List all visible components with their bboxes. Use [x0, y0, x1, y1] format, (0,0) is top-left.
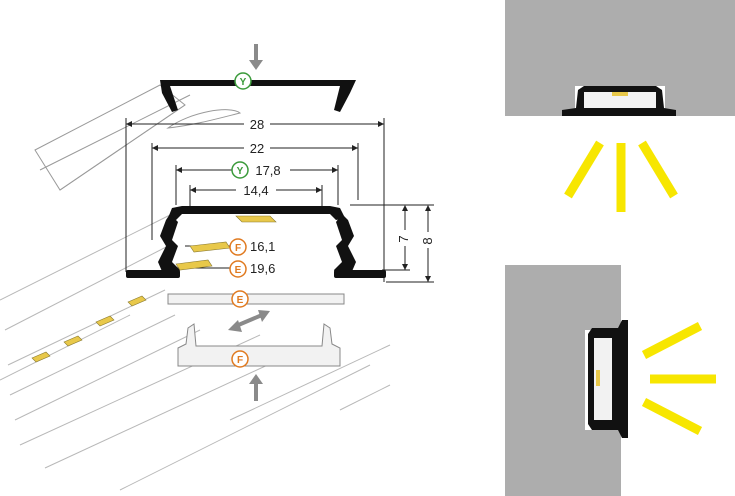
badge-f-diffuser-label: F	[237, 355, 243, 366]
badge-f-dim: F	[229, 238, 247, 256]
aluminium-profile	[126, 206, 386, 278]
dimension-arrowheads	[126, 121, 431, 282]
slide-arrow	[228, 310, 270, 332]
ceiling-mount-view	[505, 0, 735, 212]
up-arrow-bottom	[249, 374, 263, 401]
cover-y	[160, 80, 356, 112]
wall-light-rays	[641, 322, 716, 435]
dim-f-width: 16,1	[250, 239, 275, 254]
badge-y-dim-label: Y	[237, 166, 244, 177]
badge-f-dim-label: F	[235, 243, 241, 254]
led-strips	[31, 215, 277, 363]
diffuser-f: F	[177, 323, 341, 368]
wall-mount-view	[505, 265, 716, 496]
diffuser-e: E	[167, 290, 345, 308]
cover-y-perspective	[34, 84, 242, 191]
dim-height-8: 8	[420, 237, 435, 244]
badge-y-cover-label: Y	[240, 77, 247, 88]
badge-e-dim: E	[229, 260, 247, 278]
dim-width-inner: 14,4	[243, 183, 268, 198]
badge-y-cover: Y	[234, 72, 252, 90]
dim-e-width: 19,6	[250, 261, 275, 276]
down-arrow-top	[249, 44, 263, 70]
dim-height-7: 7	[396, 235, 411, 242]
ceiling-light-rays	[564, 140, 678, 212]
dim-width-mid: 22	[250, 141, 264, 156]
dim-width-inner-y: 17,8	[255, 163, 280, 178]
badge-y-dim: Y	[231, 161, 249, 179]
badge-e-diffuser-label: E	[237, 295, 244, 306]
perspective-lines	[0, 214, 391, 491]
dim-width-outer: 28	[250, 117, 264, 132]
badge-e-dim-label: E	[235, 265, 242, 276]
